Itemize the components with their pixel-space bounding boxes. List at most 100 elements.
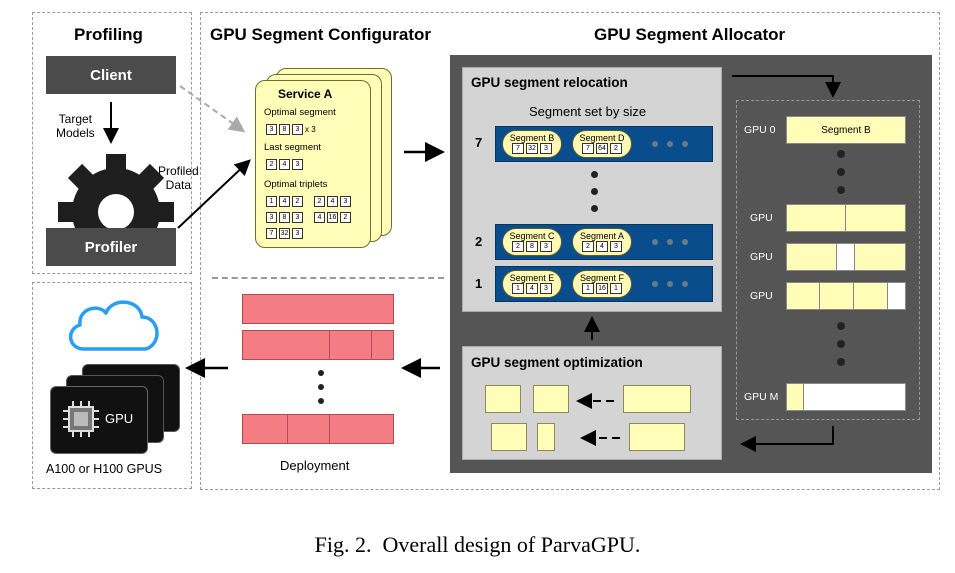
optimization-title: GPU segment optimization (471, 355, 643, 370)
gpum-bar (786, 383, 906, 411)
optimal-segment-label: Optimal segment (264, 107, 336, 118)
chip-icon (63, 401, 99, 437)
size-label: 7 (475, 135, 483, 150)
main-panel (200, 12, 940, 490)
gpu-list-area (736, 100, 920, 420)
cell: 3 (266, 124, 277, 135)
cell: 3 (292, 228, 303, 239)
ellipsis-dot (837, 186, 845, 194)
client-box: Client (46, 56, 176, 94)
size-label: 2 (475, 234, 483, 249)
configurator-title: GPU Segment Configurator (210, 25, 432, 44)
cell: 8 (279, 212, 290, 223)
relocation-box: GPU segment relocation Segment set by si… (462, 67, 722, 312)
segment-set-row: Segment B 7 32 3 Segment D 7 64 2 (495, 126, 713, 162)
ellipsis-dot (837, 358, 845, 366)
deployment-bar (242, 294, 394, 324)
size-label: 1 (475, 276, 483, 291)
cell: 3 (540, 283, 552, 294)
segment-block (533, 385, 569, 413)
cell: 2 (314, 196, 325, 207)
cell: 4 (526, 283, 538, 294)
triplet: 1 4 2 (266, 196, 305, 207)
cell: 3 (292, 159, 303, 170)
segment-block (491, 423, 527, 451)
segment-block (485, 385, 521, 413)
gpu-bar (786, 282, 906, 310)
ellipsis-dot (591, 188, 598, 195)
segment-block (629, 423, 685, 451)
segment-name: Segment E (509, 273, 555, 283)
profiler-box: Profiler (46, 228, 176, 266)
segment-set-row: Segment C 2 8 3 Segment A 2 4 3 (495, 224, 713, 260)
gpu0-bar: Segment B (786, 116, 906, 144)
deployment-label: Deployment (280, 458, 350, 473)
gpum-label: GPU M (744, 391, 779, 403)
ellipsis-dot (837, 340, 845, 348)
segment-pill: Segment A 2 4 3 (572, 228, 632, 256)
last-segment-cells: 2 4 3 (266, 159, 305, 170)
allocator-title: GPU Segment Allocator (594, 25, 786, 44)
cell: 2 (582, 241, 594, 252)
profiling-panel (32, 12, 192, 274)
segment-pill: Segment D 7 64 2 (572, 130, 632, 158)
cell: 32 (279, 228, 290, 239)
ellipsis-dot (837, 150, 845, 158)
cell: 4 (314, 212, 325, 223)
segment-pill: Segment E 1 4 3 (502, 270, 562, 298)
section-divider (212, 277, 444, 279)
cell: 3 (610, 241, 622, 252)
cell: 16 (327, 212, 338, 223)
profiled-data-label: Profiled Data (158, 164, 199, 192)
cell: 2 (340, 212, 351, 223)
gpu-chip-label: GPU (105, 411, 134, 426)
segment-pill: Segment C 2 8 3 (502, 228, 562, 256)
ellipsis-dot (591, 171, 598, 178)
deployment-bar (242, 330, 394, 360)
cell: 7 (266, 228, 277, 239)
cell: 4 (279, 196, 290, 207)
cell: 3 (266, 212, 277, 223)
cell: 1 (512, 283, 524, 294)
optimal-segment-mult: x 3 (305, 125, 316, 134)
cell: 3 (292, 212, 303, 223)
figure-caption: Fig. 2. Overall design of ParvaGPU. (314, 532, 641, 557)
cell: 4 (596, 241, 608, 252)
service-title: Service A (278, 87, 333, 101)
segment-pill: Segment F 1 16 1 (572, 270, 632, 298)
triplet: 7 32 3 (266, 228, 305, 239)
cell: 16 (596, 283, 608, 294)
set-by-size-label: Segment set by size (529, 104, 647, 119)
ellipsis-dot (591, 205, 598, 212)
cell: 3 (340, 196, 351, 207)
optimal-triplets-label: Optimal triplets (264, 179, 328, 190)
segment-pill: Segment B 7 32 3 (502, 130, 562, 158)
relocation-title: GPU segment relocation (471, 75, 628, 90)
segment-name: Segment C (509, 231, 555, 241)
client-label: Client (90, 66, 132, 84)
cell: 4 (279, 159, 290, 170)
segment-name: Segment A (579, 231, 625, 241)
more-dots (652, 141, 688, 147)
cloud-icon (69, 300, 159, 351)
service-card: Service A Optimal segment 3 8 3 x 3 Last… (255, 80, 371, 248)
gpu-bar (786, 243, 906, 271)
ellipsis-dot (318, 384, 324, 390)
gpu-label: GPU (750, 290, 773, 302)
profiler-label: Profiler (84, 238, 138, 256)
gear-icon (58, 154, 174, 240)
segment-name: Segment F (579, 273, 625, 283)
cell: 2 (610, 143, 622, 154)
cell: 4 (327, 196, 338, 207)
cell: 7 (512, 143, 524, 154)
ellipsis-dot (837, 322, 845, 330)
cell: 1 (610, 283, 622, 294)
gpu-label: GPU (750, 251, 773, 263)
cell: 8 (279, 124, 290, 135)
ellipsis-dot (837, 168, 845, 176)
deployment-bar (242, 414, 394, 444)
cell: 3 (292, 124, 303, 135)
cell: 1 (582, 283, 594, 294)
hardware-caption: A100 or H100 GPUS (46, 462, 163, 476)
